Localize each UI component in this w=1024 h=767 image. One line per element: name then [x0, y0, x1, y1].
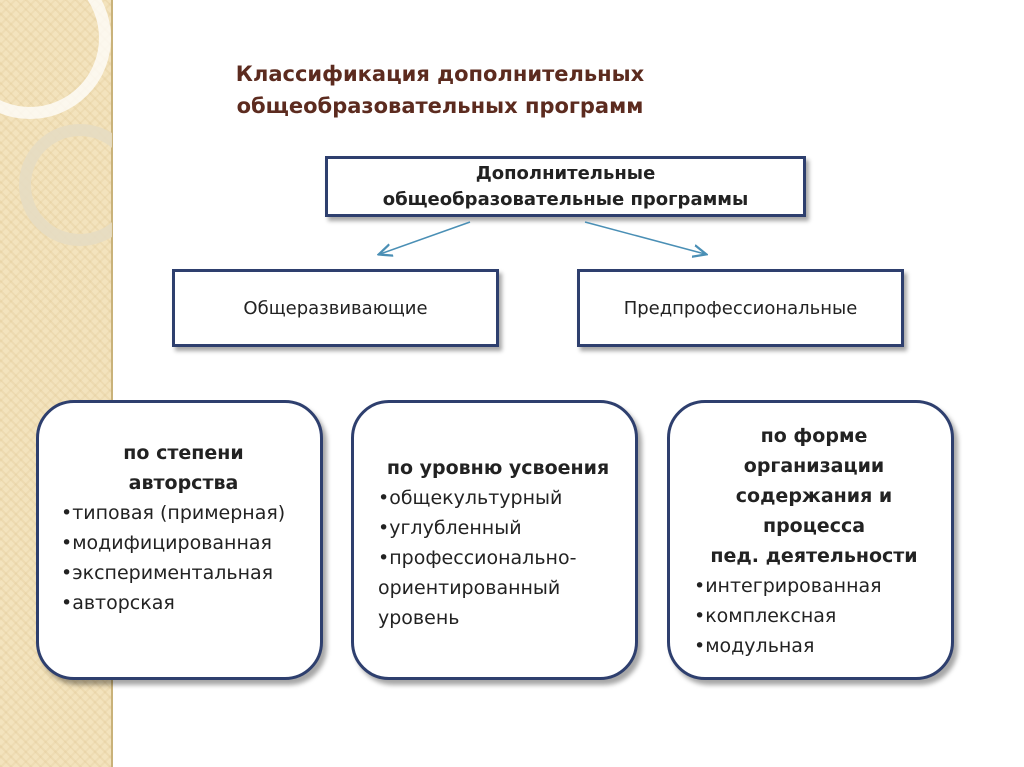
card-by-organization-form: по форме организации содержания и процес… — [667, 400, 954, 680]
page-title: Классификация дополнительных общеобразов… — [235, 62, 645, 118]
arrow-to-right-node — [584, 221, 705, 254]
card-list-item: •модульная — [694, 635, 815, 657]
node-pre-professional: Предпрофессиональные — [577, 269, 904, 347]
card-heading-line: авторства — [128, 472, 239, 494]
node-general-developing-label: Общеразвивающие — [243, 297, 428, 319]
card-heading-line: процесса — [762, 515, 866, 537]
card-list-item: •типовая (примерная) — [61, 502, 286, 524]
card-list-item: ориентированный — [378, 577, 561, 599]
card-list-item: •модифицированная — [61, 532, 272, 554]
card-list-item: •авторская — [61, 592, 175, 614]
node-pre-professional-label: Предпрофессиональные — [623, 297, 858, 319]
card-list-item: •экспериментальная — [61, 562, 274, 584]
card-list-item: •углубленный — [378, 517, 522, 539]
card-heading-line: по уровню усвоения — [386, 457, 610, 479]
node-general-developing: Общеразвивающие — [172, 269, 499, 347]
card-heading-line: по форме организации — [743, 425, 885, 477]
card-heading-line: содержания и — [735, 485, 893, 507]
arrow-to-left-node — [380, 221, 471, 254]
root-node-line-2: общеобразовательные программы — [382, 188, 749, 210]
card-by-mastery-level: по уровню усвоения •общекультурный •углу… — [351, 400, 638, 680]
card-heading-line: пед. деятельности — [710, 545, 918, 567]
card-list-item: •профессионально- — [378, 547, 577, 569]
card-list-item: уровень — [378, 607, 460, 629]
root-node: Дополнительные общеобразовательные прогр… — [325, 156, 806, 217]
card-by-authorship: по степени авторства •типовая (примерная… — [36, 400, 323, 680]
card-list-item: •общекультурный — [378, 487, 563, 509]
card-list-item: •комплексная — [694, 605, 837, 627]
card-heading-line: по степени — [123, 442, 244, 464]
root-node-line-1: Дополнительные — [475, 162, 656, 184]
decorative-rings — [0, 0, 112, 246]
side-strip-border — [111, 0, 113, 767]
card-list-item: •интегрированная — [694, 575, 882, 597]
